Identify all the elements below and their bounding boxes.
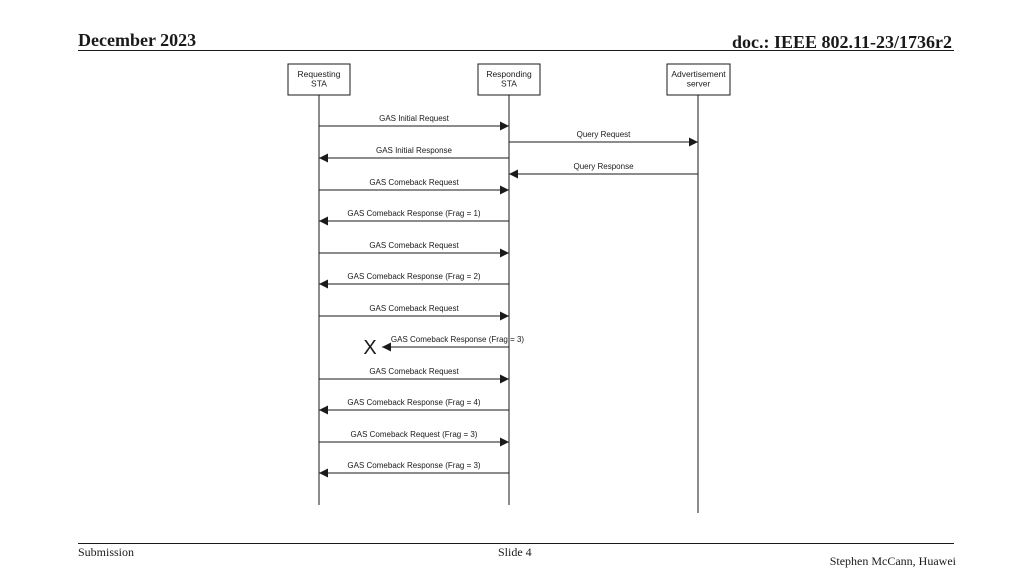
message-label: GAS Comeback Request [369,367,459,376]
actor-label-resp: Responding [486,69,532,79]
message-label: Query Request [577,130,632,139]
actor-label-resp: STA [501,79,517,89]
message-label: GAS Comeback Request [369,241,459,250]
message-label: GAS Comeback Request [369,178,459,187]
footer-slide-number: Slide 4 [498,545,532,559]
actor-label-adv: server [687,79,711,89]
message-label: GAS Comeback Request (Frag = 3) [351,430,478,439]
header-date: December 2023 [78,30,197,50]
message-label: GAS Comeback Response (Frag = 1) [347,209,481,218]
message-label: GAS Comeback Response (Frag = 4) [347,398,481,407]
actor-box-resp [477,63,541,96]
lost-frame-x-icon: X [363,337,376,359]
message-label: GAS Initial Response [376,146,453,155]
message-label: Query Response [573,162,634,171]
message-label: GAS Comeback Response (Frag = 3) [391,335,525,344]
message-label: GAS Comeback Request [369,304,459,313]
header-doc-id: doc.: IEEE 802.11-23/1736r2 [731,32,952,52]
header-divider [78,50,954,51]
footer-divider [78,543,954,544]
actor-label-req: Requesting [297,69,340,79]
actor-box-adv [666,63,731,96]
message-label: GAS Initial Request [379,114,450,123]
footer-submission: Submission [78,545,135,559]
footer-author: Stephen McCann, Huawei [829,554,956,568]
actor-label-req: STA [311,79,327,89]
actor-box-req [287,63,351,96]
actor-label-adv: Advertisement [671,69,726,79]
message-label: GAS Comeback Response (Frag = 2) [347,272,481,281]
message-label: GAS Comeback Response (Frag = 3) [347,461,481,470]
